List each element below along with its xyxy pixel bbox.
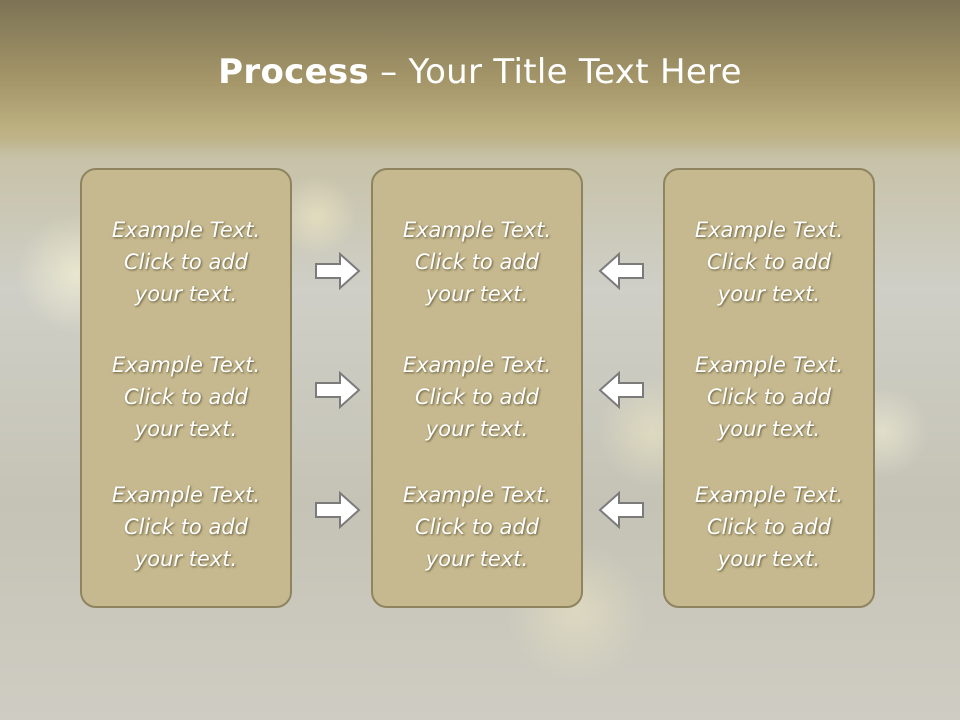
- text-line: Click to add: [414, 250, 539, 274]
- text-block[interactable]: Example Text. Click to add your text.: [82, 479, 290, 575]
- text-block[interactable]: Example Text. Click to add your text.: [665, 349, 873, 445]
- text-line: Click to add: [706, 385, 831, 409]
- text-line: Click to add: [706, 515, 831, 539]
- text-line: Example Text.: [111, 483, 261, 507]
- process-panel-center[interactable]: Example Text. Click to add your text. Ex…: [371, 168, 583, 608]
- process-panel-right[interactable]: Example Text. Click to add your text. Ex…: [663, 168, 875, 608]
- title-rest: – Your Title Text Here: [369, 52, 742, 92]
- left-arrow-icon: [597, 490, 645, 530]
- text-block[interactable]: Example Text. Click to add your text.: [82, 349, 290, 445]
- text-line: Click to add: [414, 515, 539, 539]
- text-line: your text.: [717, 282, 821, 306]
- process-panel-left[interactable]: Example Text. Click to add your text. Ex…: [80, 168, 292, 608]
- text-block[interactable]: Example Text. Click to add your text.: [665, 479, 873, 575]
- text-block[interactable]: Example Text. Click to add your text.: [665, 214, 873, 310]
- text-line: your text.: [717, 417, 821, 441]
- text-line: Example Text.: [402, 353, 552, 377]
- text-line: Example Text.: [402, 218, 552, 242]
- text-line: Click to add: [123, 250, 248, 274]
- text-block[interactable]: Example Text. Click to add your text.: [373, 349, 581, 445]
- text-line: Example Text.: [111, 353, 261, 377]
- text-line: your text.: [134, 282, 238, 306]
- text-line: Example Text.: [402, 483, 552, 507]
- text-line: Example Text.: [694, 483, 844, 507]
- text-line: Click to add: [123, 385, 248, 409]
- text-block[interactable]: Example Text. Click to add your text.: [82, 214, 290, 310]
- text-block[interactable]: Example Text. Click to add your text.: [373, 214, 581, 310]
- header-band: [0, 0, 960, 150]
- text-line: your text.: [717, 547, 821, 571]
- left-arrow-icon: [597, 251, 645, 291]
- text-line: Example Text.: [111, 218, 261, 242]
- text-line: Example Text.: [694, 218, 844, 242]
- text-line: Example Text.: [694, 353, 844, 377]
- text-line: your text.: [425, 282, 529, 306]
- text-line: Click to add: [414, 385, 539, 409]
- right-arrow-icon: [314, 370, 362, 410]
- text-line: your text.: [425, 547, 529, 571]
- text-line: your text.: [134, 417, 238, 441]
- text-line: Click to add: [123, 515, 248, 539]
- left-arrow-icon: [597, 370, 645, 410]
- text-block[interactable]: Example Text. Click to add your text.: [373, 479, 581, 575]
- text-line: Click to add: [706, 250, 831, 274]
- slide-title[interactable]: Process – Your Title Text Here: [0, 52, 960, 92]
- text-line: your text.: [425, 417, 529, 441]
- right-arrow-icon: [314, 251, 362, 291]
- right-arrow-icon: [314, 490, 362, 530]
- title-bold: Process: [218, 52, 370, 92]
- text-line: your text.: [134, 547, 238, 571]
